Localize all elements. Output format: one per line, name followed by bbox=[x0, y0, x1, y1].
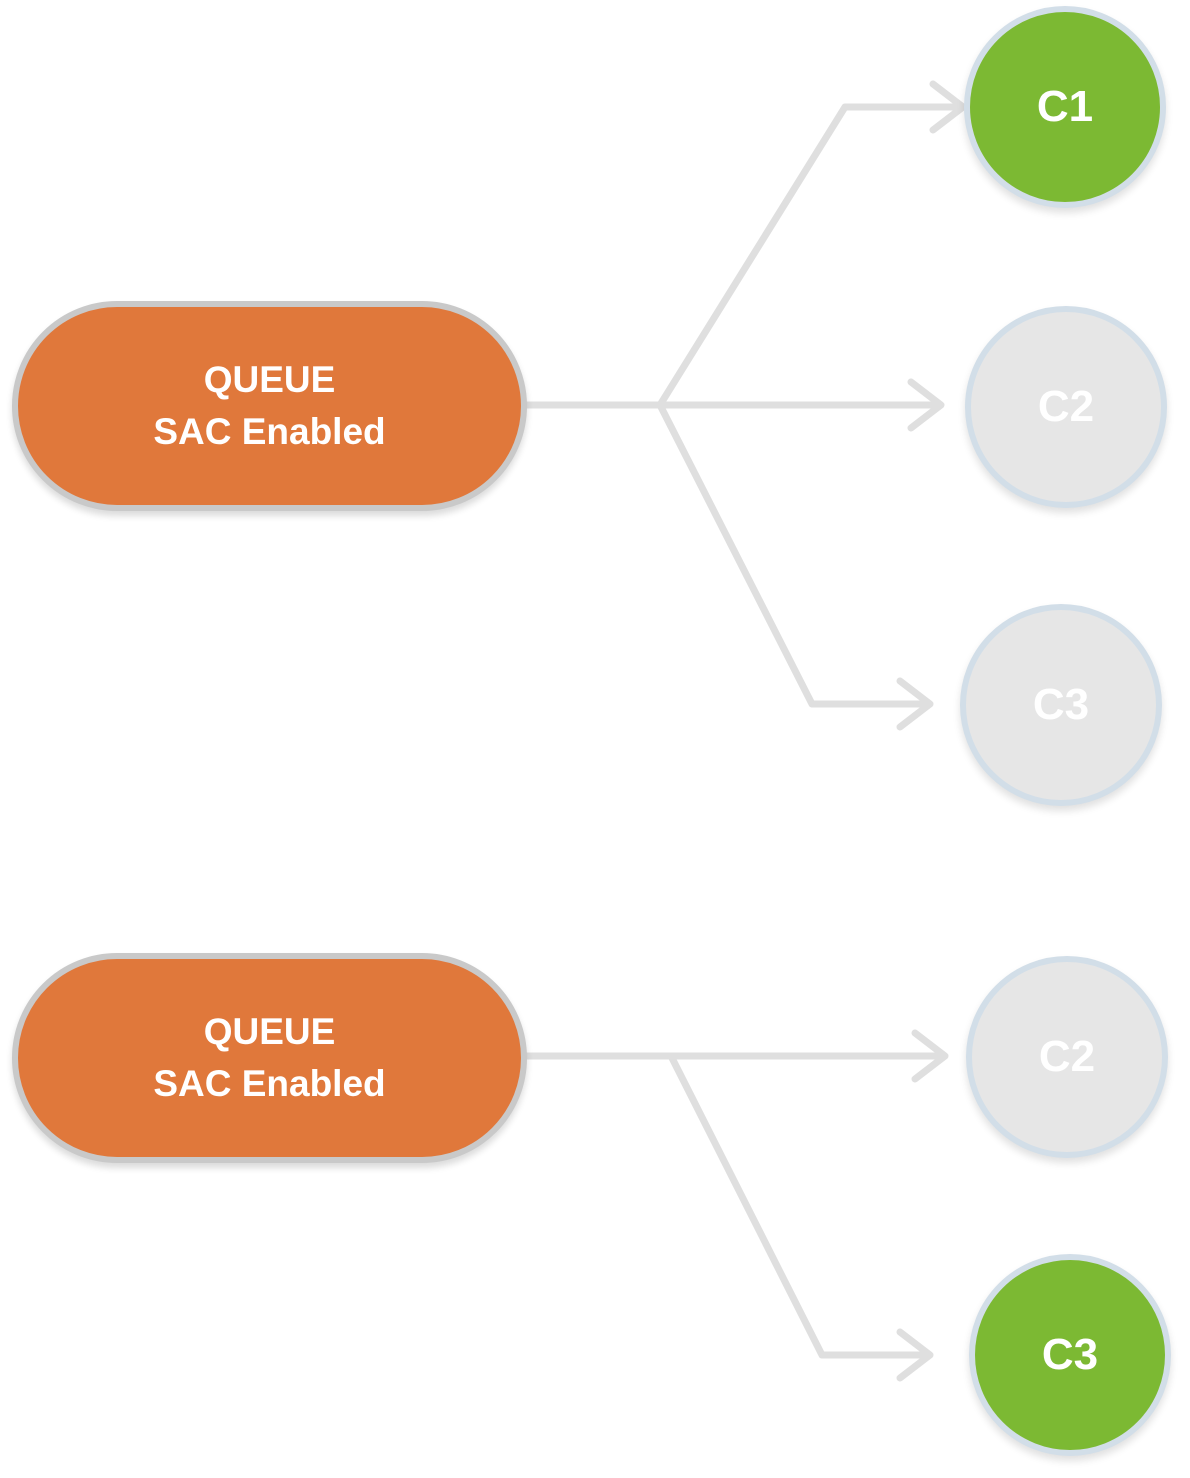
consumer-label: C3 bbox=[1032, 680, 1090, 729]
arrowhead-icon bbox=[911, 1029, 949, 1083]
queue-node-2: QUEUE SAC Enabled bbox=[12, 953, 527, 1163]
queue-1-subtitle: SAC Enabled bbox=[153, 411, 386, 452]
arrowhead-icon bbox=[907, 378, 945, 432]
consumer-label: C1 bbox=[1036, 82, 1094, 131]
consumer-node-c3: C3 bbox=[960, 604, 1162, 806]
consumer-label: C2 bbox=[1037, 382, 1095, 431]
arrowhead-icon bbox=[929, 80, 967, 134]
arrowhead-icon bbox=[896, 677, 934, 731]
queue-node-1: QUEUE SAC Enabled bbox=[12, 301, 527, 511]
connector-queue1-c3 bbox=[656, 401, 925, 708]
consumer-node-c2: C2 bbox=[965, 306, 1167, 508]
connector-queue1-c1 bbox=[656, 103, 958, 409]
arrowhead-icon bbox=[896, 1328, 934, 1382]
queue-1-title: QUEUE bbox=[203, 359, 336, 400]
consumer-label: C2 bbox=[1038, 1032, 1096, 1081]
consumer-node-c2-bottom: C2 bbox=[966, 956, 1168, 1158]
connector-queue2-c3 bbox=[667, 1052, 925, 1359]
queue-2-subtitle: SAC Enabled bbox=[153, 1063, 386, 1104]
consumer-node-c3-bottom: C3 bbox=[969, 1254, 1171, 1456]
consumer-node-c1: C1 bbox=[964, 6, 1166, 208]
queue-2-title: QUEUE bbox=[203, 1011, 336, 1052]
consumer-label: C3 bbox=[1041, 1330, 1099, 1379]
